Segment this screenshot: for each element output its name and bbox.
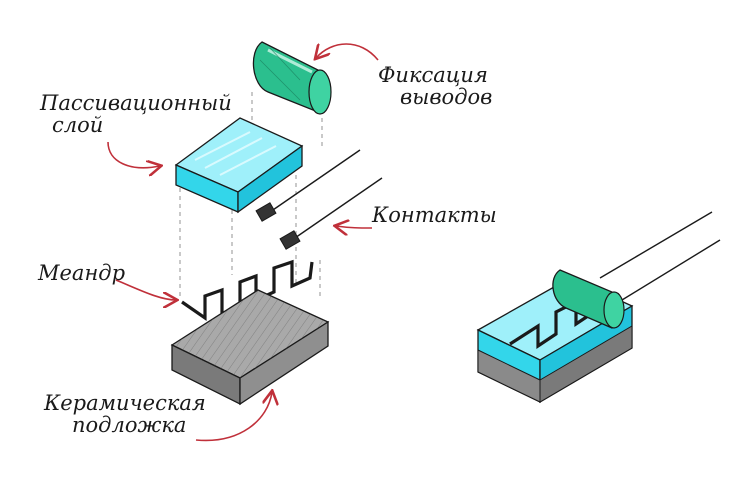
label-substrate: Керамическая подложка bbox=[44, 392, 206, 436]
fixation-cylinder bbox=[252, 41, 332, 115]
label-meander-line1: Меандр bbox=[38, 261, 126, 285]
guide-lines bbox=[179, 92, 323, 300]
label-fixation: Фиксация выводов bbox=[378, 64, 492, 108]
label-substrate-line2: подложка bbox=[72, 413, 187, 438]
label-contacts-line1: Контакты bbox=[372, 203, 497, 227]
passivation-box bbox=[174, 117, 304, 214]
label-passivation-line2: слой bbox=[52, 113, 104, 138]
ceramic-substrate bbox=[170, 289, 330, 406]
assembled-sensor bbox=[476, 211, 721, 404]
meander-trace bbox=[181, 259, 314, 322]
label-contacts: Контакты bbox=[372, 204, 497, 226]
label-meander: Меандр bbox=[38, 262, 125, 284]
label-fixation-line1: Фиксация bbox=[378, 63, 488, 87]
label-fixation-line2: выводов bbox=[400, 85, 493, 110]
label-passivation-line1: Пассивационный bbox=[40, 91, 232, 115]
label-passivation: Пассивационный слой bbox=[40, 92, 232, 136]
label-substrate-line1: Керамическая bbox=[44, 391, 206, 415]
annotation-arrows bbox=[107, 44, 379, 442]
contact-wires bbox=[255, 149, 383, 250]
